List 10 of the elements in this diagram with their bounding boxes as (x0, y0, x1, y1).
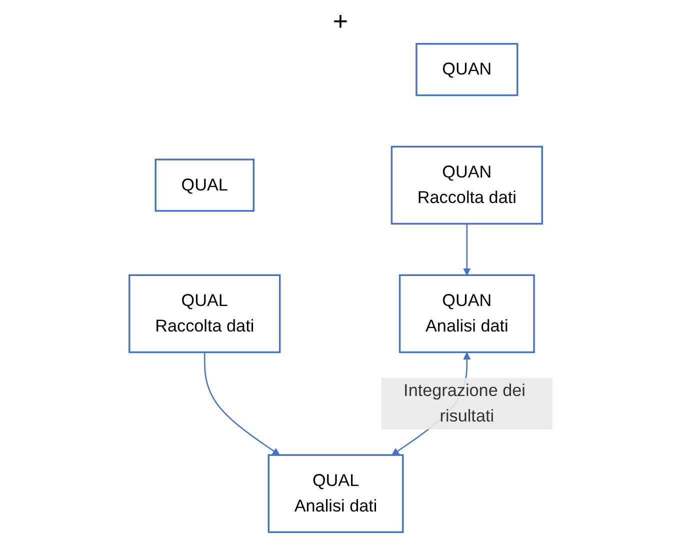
node-box: QUAN Raccolta dati (390, 146, 542, 225)
plus-sign: + (332, 6, 348, 36)
node-box: QUAL Analisi dati (267, 454, 404, 533)
node-box: QUAL (154, 158, 254, 212)
node-box: QUAN Analisi dati (398, 274, 534, 354)
arrow (203, 352, 280, 456)
node-box: QUAL Raccolta dati (128, 274, 280, 354)
node-box: QUAN (415, 43, 518, 96)
arrow (462, 224, 470, 276)
edge-label: Integrazione dei risultati (403, 381, 525, 426)
